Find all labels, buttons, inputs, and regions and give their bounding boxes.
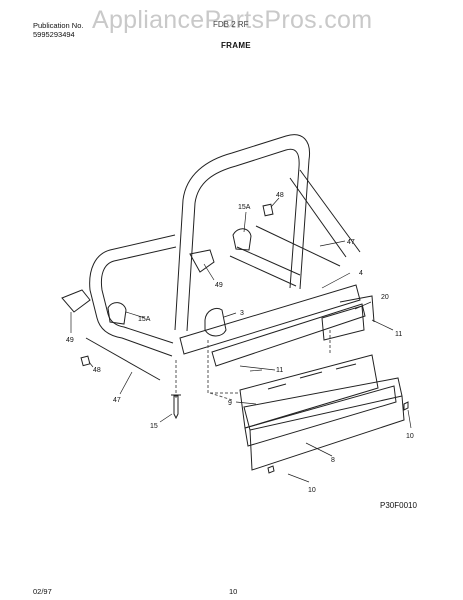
cable-47-top <box>255 225 341 267</box>
bracket-49-mid <box>189 249 215 273</box>
footer-date: 02/97 <box>33 587 52 596</box>
screw-10-right <box>403 401 409 411</box>
callout-20: 20 <box>381 294 389 301</box>
callout-15A-top: 15A <box>238 204 251 211</box>
cable-47-left <box>85 337 161 381</box>
publication-number: 5995293494 <box>33 30 75 39</box>
hinge-15A-left <box>107 302 127 325</box>
screw-15 <box>171 394 181 420</box>
kick-plate <box>239 354 397 447</box>
bracket-20 <box>321 295 375 341</box>
frame-upright-rear <box>174 134 311 332</box>
callout-49-mid: 49 <box>215 282 223 289</box>
callout-47-left: 47 <box>113 397 121 404</box>
callout-3: 3 <box>240 310 244 317</box>
callout-49-left: 49 <box>66 337 74 344</box>
callout-15A-left: 15A <box>138 316 151 323</box>
callout-labels: 48 15A 47 4 49 20 3 15A 11 49 48 11 47 9… <box>66 192 414 494</box>
callout-10-right: 10 <box>406 433 414 440</box>
model-number: FDB 2 RF <box>213 20 249 29</box>
callout-48-left: 48 <box>93 367 101 374</box>
callout-11-mid: 11 <box>276 367 283 374</box>
footer-page-number: 10 <box>229 587 238 596</box>
frame-base-rail <box>179 284 366 367</box>
clip-48-top <box>262 203 274 217</box>
locator-dashes <box>175 330 331 401</box>
section-title: FRAME <box>221 41 251 50</box>
screw-10-bottom <box>267 465 275 474</box>
callout-48-top: 48 <box>276 192 284 199</box>
bracket-49-left <box>61 289 91 313</box>
clip-48-left <box>80 355 91 367</box>
leader-lines <box>70 197 412 483</box>
toe-skirt <box>243 377 405 471</box>
callout-15: 15 <box>150 423 158 430</box>
publication-label: Publication No. <box>33 21 84 30</box>
callout-47-top: 47 <box>347 239 355 246</box>
callout-9: 9 <box>228 400 232 407</box>
hinge-15A-top <box>232 228 252 251</box>
callout-10-bottom: 10 <box>308 487 316 494</box>
frame-side-left <box>89 234 177 357</box>
watermark: AppliancePartsPros.com <box>92 6 373 34</box>
callout-11-right: 11 <box>395 331 402 338</box>
hinge-assembly-3 <box>204 307 227 337</box>
callout-8: 8 <box>331 457 335 464</box>
frame-side-right <box>229 169 361 287</box>
callout-4: 4 <box>359 270 363 277</box>
figure-code: P30F0010 <box>380 501 417 510</box>
